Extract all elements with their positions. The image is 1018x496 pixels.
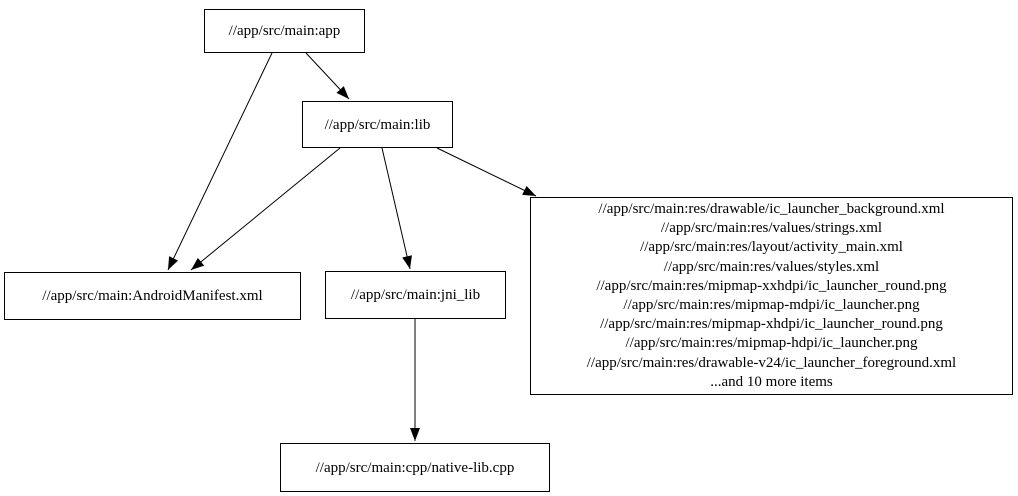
- resource-line: //app/src/main:res/mipmap-xhdpi/ic_launc…: [600, 316, 943, 333]
- node-cpp-native-lib-label: //app/src/main:cpp/native-lib.cpp: [315, 459, 515, 476]
- node-app: //app/src/main:app: [204, 9, 365, 53]
- node-jni-lib: //app/src/main:jni_lib: [325, 271, 506, 319]
- resource-line: //app/src/main:res/drawable-v24/ic_launc…: [586, 354, 957, 371]
- node-android-manifest-label: //app/src/main:AndroidManifest.xml: [42, 288, 263, 304]
- node-app-label: //app/src/main:app: [228, 23, 341, 39]
- edge-lib-to-resources: [436, 147, 537, 197]
- edge-app-to-manifest: [167, 52, 273, 271]
- node-resources: //app/src/main:res/drawable/ic_launcher_…: [530, 197, 1013, 395]
- resource-line: //app/src/main:res/mipmap-xxhdpi/ic_laun…: [596, 277, 947, 294]
- node-cpp-native-lib: //app/src/main:cpp/native-lib.cpp: [280, 443, 550, 492]
- node-android-manifest: //app/src/main:AndroidManifest.xml: [4, 272, 301, 320]
- node-resources-label: //app/src/main:res/drawable/ic_launcher_…: [587, 200, 956, 392]
- node-lib: //app/src/main:lib: [302, 101, 453, 148]
- resource-line: //app/src/main:res/layout/activity_main.…: [640, 239, 903, 256]
- resource-line: //app/src/main:res/mipmap-hdpi/ic_launch…: [625, 335, 918, 352]
- node-jni-lib-label: //app/src/main:jni_lib: [350, 287, 481, 303]
- edge-app-to-lib: [305, 52, 350, 100]
- node-lib-label: //app/src/main:lib: [324, 116, 431, 133]
- resource-line: ...and 10 more items: [710, 373, 833, 390]
- edge-lib-to-jni-lib: [381, 147, 412, 270]
- resource-line: //app/src/main:res/values/strings.xml: [660, 220, 883, 237]
- resource-line: //app/src/main:res/drawable/ic_launcher_…: [598, 200, 945, 217]
- resource-line: //app/src/main:res/values/styles.xml: [663, 258, 880, 275]
- resource-line: //app/src/main:res/mipmap-mdpi/ic_launch…: [623, 297, 920, 313]
- edge-lib-to-manifest: [190, 147, 341, 271]
